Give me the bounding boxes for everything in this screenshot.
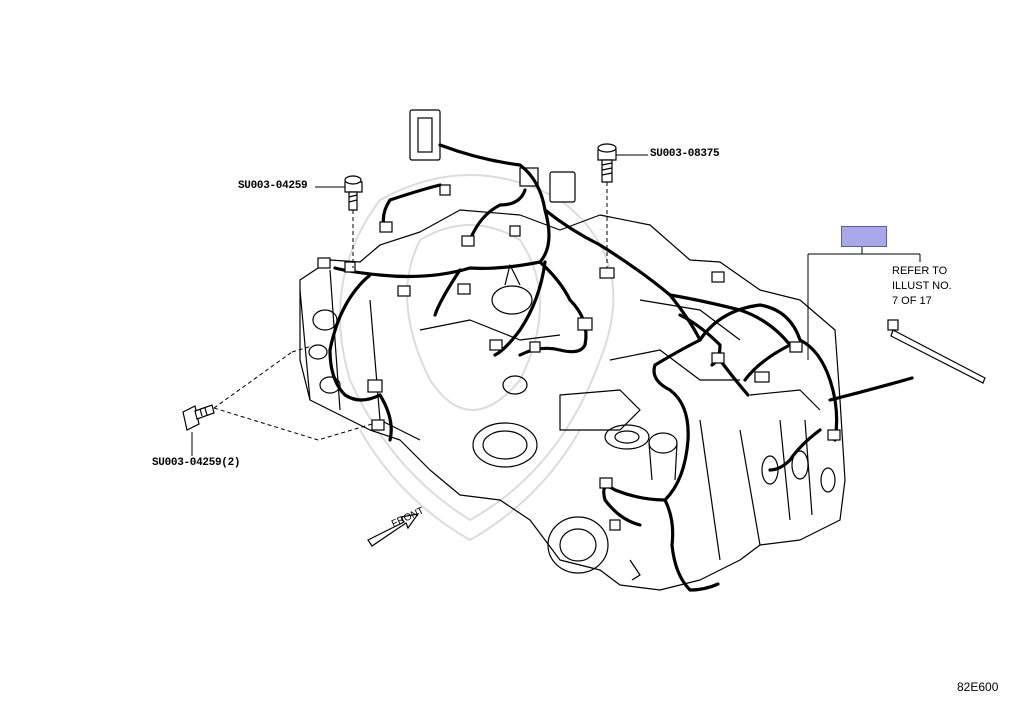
harness-connectors <box>317 221 841 531</box>
watermark-emblem <box>339 174 615 542</box>
leader-lines <box>191 154 921 456</box>
refer-note-line2: ILLUST NO. <box>892 280 952 292</box>
refer-note-line1: REFER TO <box>892 265 948 277</box>
dashed-assembly-lines <box>213 182 608 441</box>
front-arrow <box>367 513 420 547</box>
lower-bolt-callout[interactable]: SU003-04259(2) <box>152 457 241 469</box>
wire-harness <box>328 143 914 592</box>
cable-tie <box>890 329 986 384</box>
engine-block <box>299 209 846 591</box>
top-bolt-callout[interactable]: SU003-08375 <box>650 148 720 160</box>
bolt-lower <box>182 404 215 431</box>
illustration-code: 82E600 <box>957 680 999 694</box>
refer-note[interactable]: REFER TO ILLUST NO. 7 OF 17 <box>892 264 952 309</box>
harness-part-highlight[interactable] <box>841 226 887 247</box>
left-bolt-callout[interactable]: SU003-04259 <box>238 180 308 192</box>
bolt-top <box>597 143 617 183</box>
refer-note-line3: 7 OF 17 <box>892 295 932 307</box>
bolt-left <box>344 175 363 211</box>
